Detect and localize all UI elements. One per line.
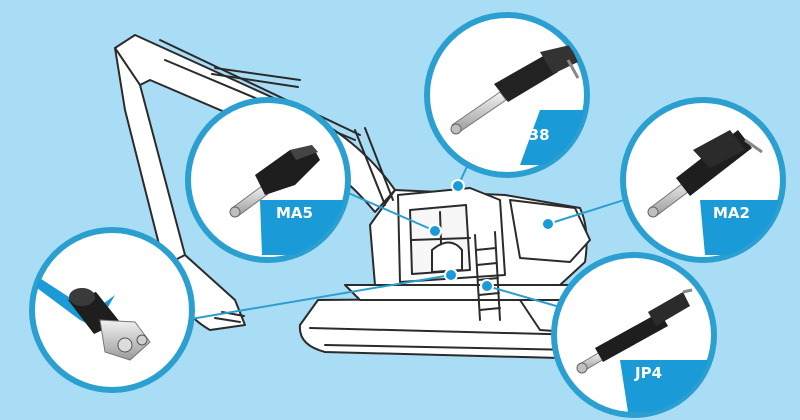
callout-ta38: TA38 <box>424 12 590 178</box>
callout-ma5: MA5 <box>185 97 351 263</box>
pin-ta38 <box>451 179 465 193</box>
pin-ma2 <box>541 217 555 231</box>
connector-jp4 <box>486 285 571 311</box>
callout-label-ma2: MA2 <box>713 204 750 222</box>
callout-label-tgm: TGM <box>128 290 165 308</box>
callout-label-jp4: JP4 <box>634 364 662 382</box>
tgm-actuator-image <box>33 275 151 361</box>
connector-tgm <box>184 274 452 321</box>
excavator-ladder <box>474 231 501 321</box>
pin-jp4 <box>480 279 494 293</box>
callout-tgm: TGM <box>29 227 195 393</box>
callout-label-ma5: MA5 <box>276 204 313 222</box>
callout-label-ta38: TA38 <box>508 126 550 144</box>
callout-ma2: MA2 <box>620 97 786 263</box>
callout-jp4: JP4 <box>551 252 717 418</box>
excavator-counterweight <box>509 199 591 263</box>
pins <box>428 179 555 293</box>
pin-ma5 <box>428 224 442 238</box>
jp4-actuator-image <box>576 288 713 412</box>
pin-tgm <box>444 268 458 282</box>
